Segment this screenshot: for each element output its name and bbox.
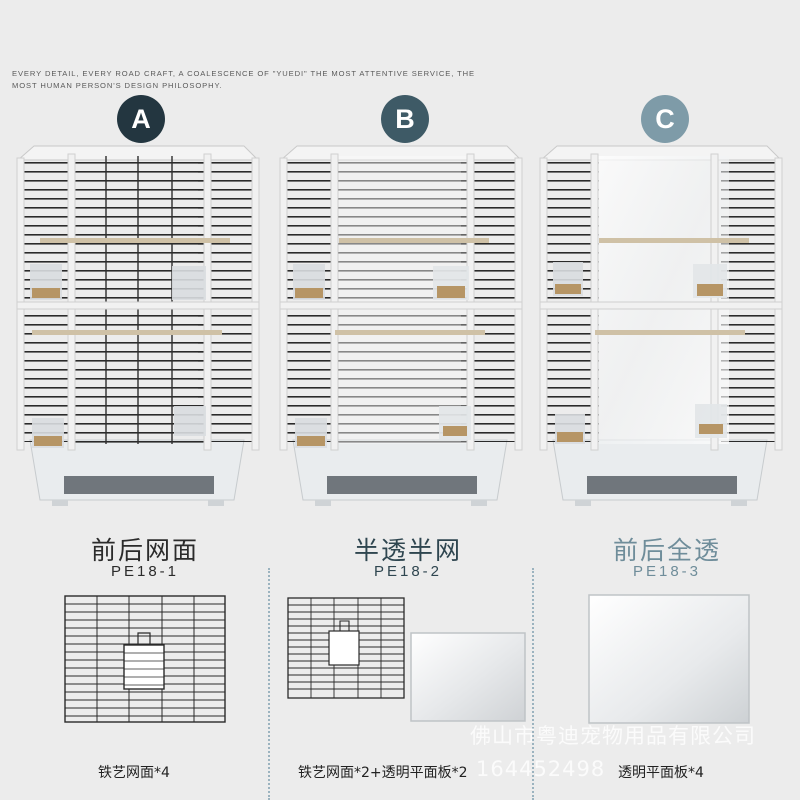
variant-b-caption: 铁艺网面*2+透明平面板*2 — [298, 765, 468, 781]
variant-c-code: PE18-3 — [632, 563, 702, 580]
wire-mesh-panel-b — [287, 597, 405, 703]
variant-c-title: 前后全透 — [612, 536, 721, 565]
badge-b: B — [381, 95, 429, 143]
cage-image-a — [12, 138, 262, 518]
divider-left — [268, 568, 270, 800]
badge-a: A — [117, 95, 165, 143]
variant-b-code: PE18-2 — [373, 563, 443, 580]
cage-image-c — [535, 138, 785, 518]
divider-right — [532, 568, 534, 800]
variant-c-caption: 透明平面板*4 — [618, 765, 704, 781]
clear-panel-c — [588, 594, 750, 728]
variant-a-code: PE18-1 — [110, 563, 180, 580]
watermark-company: 佛山市粤迪宠物用品有限公司 — [470, 724, 756, 748]
tagline: EVERY DETAIL, EVERY ROAD CRAFT, A COALES… — [12, 69, 475, 90]
variant-b-title: 半透半网 — [353, 536, 462, 565]
wire-mesh-panel-a — [64, 595, 226, 727]
watermark-id: 164452498 — [476, 757, 606, 781]
cage-image-b — [275, 138, 525, 518]
variant-a-caption: 铁艺网面*4 — [98, 765, 170, 781]
variant-a-title: 前后网面 — [90, 536, 199, 565]
badge-c: C — [641, 95, 689, 143]
clear-panel-b — [410, 632, 526, 726]
